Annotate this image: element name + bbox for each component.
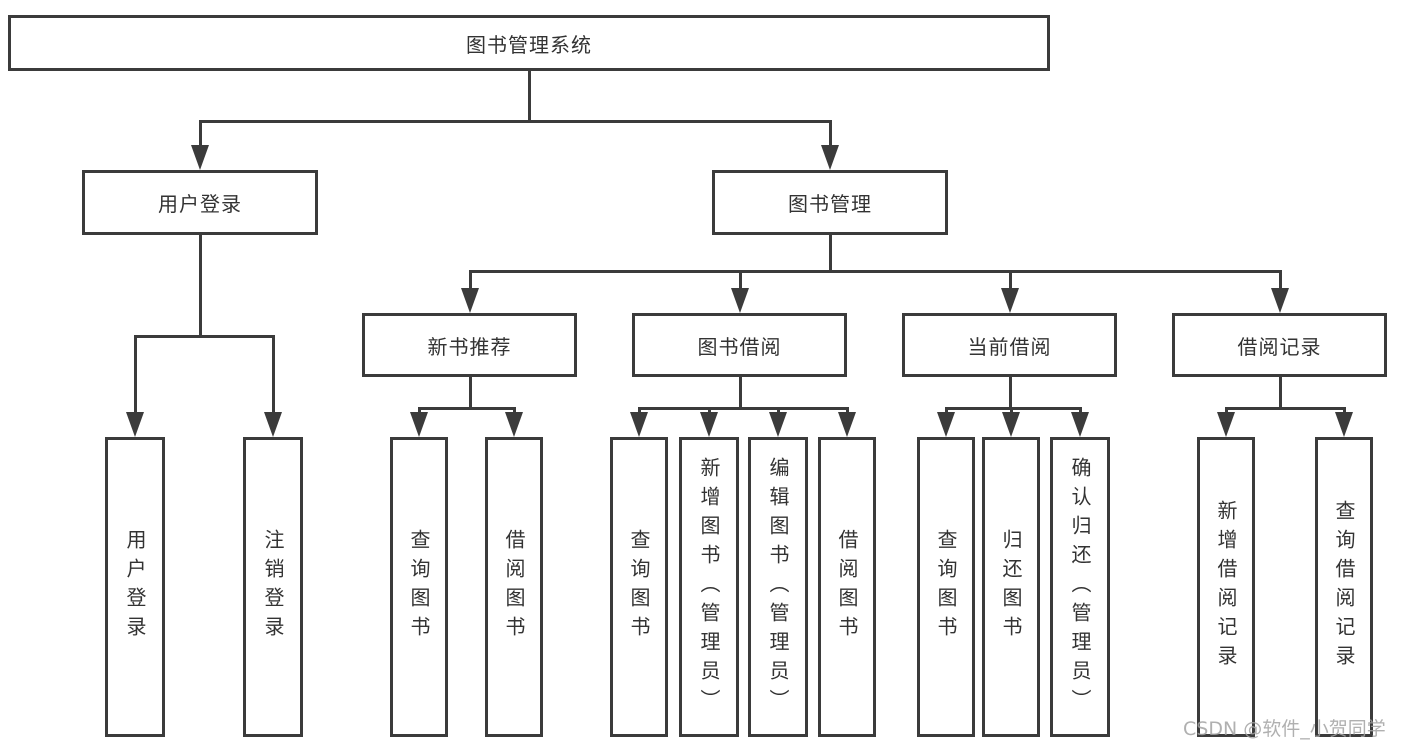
- node-book-management-label: 图书管理: [788, 192, 872, 216]
- arrowhead-down-icon: [821, 145, 839, 170]
- leaf-current-confirm-return-admin: 确认归还（管理员）: [1050, 437, 1110, 737]
- connector-stem-1: [199, 235, 202, 338]
- node-book-management: 图书管理: [712, 170, 948, 235]
- connector-split-0: [199, 120, 832, 123]
- connector-stem-3: [469, 377, 472, 410]
- arrowhead-down-icon: [410, 412, 428, 437]
- leaf-recommend-query-books-label: 查询图书: [407, 529, 431, 645]
- leaf-records-add-record: 新增借阅记录: [1197, 437, 1255, 737]
- leaf-borrow-borrow-books-label: 借阅图书: [835, 529, 859, 645]
- node-root: 图书管理系统: [8, 15, 1050, 71]
- leaf-borrow-query-books-label: 查询图书: [627, 529, 651, 645]
- connector-drop-5-0: [945, 407, 948, 414]
- leaf-user-login: 用户登录: [105, 437, 165, 737]
- connector-split-6: [1225, 407, 1346, 410]
- connector-split-5: [945, 407, 1082, 410]
- connector-drop-4-0: [638, 407, 641, 414]
- arrowhead-down-icon: [264, 412, 282, 437]
- connector-split-3: [418, 407, 516, 410]
- leaf-borrow-query-books: 查询图书: [610, 437, 668, 737]
- node-user-login: 用户登录: [82, 170, 318, 235]
- connector-split-4: [638, 407, 849, 410]
- leaf-borrow-add-books-admin-label: 新增图书（管理员）: [697, 456, 721, 718]
- leaf-borrow-edit-books-admin-label: 编辑图书（管理员）: [766, 456, 790, 718]
- connector-drop-0-0: [199, 120, 202, 147]
- arrowhead-down-icon: [937, 412, 955, 437]
- connector-drop-3-1: [513, 407, 516, 414]
- arrowhead-down-icon: [1271, 288, 1289, 313]
- leaf-recommend-borrow-books-label: 借阅图书: [502, 529, 526, 645]
- connector-drop-2-0: [469, 270, 472, 290]
- connector-stem-4: [739, 377, 742, 410]
- leaf-current-return-books-label: 归还图书: [999, 529, 1023, 645]
- node-book-borrowing: 图书借阅: [632, 313, 847, 377]
- connector-drop-6-0: [1225, 407, 1228, 414]
- leaf-logout: 注销登录: [243, 437, 303, 737]
- leaf-user-login-label: 用户登录: [123, 529, 147, 645]
- connector-drop-4-1: [708, 407, 711, 414]
- arrowhead-down-icon: [1071, 412, 1089, 437]
- connector-drop-5-1: [1010, 407, 1013, 414]
- leaf-borrow-add-books-admin: 新增图书（管理员）: [679, 437, 739, 737]
- leaf-records-add-record-label: 新增借阅记录: [1214, 500, 1238, 674]
- leaf-borrow-borrow-books: 借阅图书: [818, 437, 876, 737]
- leaf-recommend-borrow-books: 借阅图书: [485, 437, 543, 737]
- node-new-book-recommendation-label: 新书推荐: [427, 334, 512, 359]
- connector-stem-2: [829, 235, 832, 273]
- leaf-records-query-record: 查询借阅记录: [1315, 437, 1373, 737]
- node-user-login-label: 用户登录: [158, 192, 242, 216]
- leaf-records-query-record-label: 查询借阅记录: [1332, 500, 1356, 674]
- connector-drop-1-0: [134, 335, 137, 414]
- leaf-current-query-books: 查询图书: [917, 437, 975, 737]
- arrowhead-down-icon: [700, 412, 718, 437]
- connector-stem-0: [528, 71, 531, 123]
- connector-drop-2-1: [739, 270, 742, 290]
- arrowhead-down-icon: [1335, 412, 1353, 437]
- leaf-logout-label: 注销登录: [261, 529, 285, 645]
- connector-drop-3-0: [418, 407, 421, 414]
- node-borrowing-records: 借阅记录: [1172, 313, 1387, 377]
- connector-drop-4-2: [777, 407, 780, 414]
- connector-stem-5: [1009, 377, 1012, 410]
- leaf-recommend-query-books: 查询图书: [390, 437, 448, 737]
- connector-drop-6-1: [1343, 407, 1346, 414]
- arrowhead-down-icon: [1002, 412, 1020, 437]
- arrowhead-down-icon: [838, 412, 856, 437]
- connector-drop-2-3: [1279, 270, 1282, 290]
- connector-drop-0-1: [829, 120, 832, 147]
- arrowhead-down-icon: [630, 412, 648, 437]
- arrowhead-down-icon: [731, 288, 749, 313]
- connector-drop-2-2: [1009, 270, 1012, 290]
- connector-split-1: [134, 335, 275, 338]
- arrowhead-down-icon: [769, 412, 787, 437]
- leaf-current-query-books-label: 查询图书: [934, 529, 958, 645]
- connector-drop-1-1: [272, 335, 275, 414]
- leaf-current-return-books: 归还图书: [982, 437, 1040, 737]
- connector-drop-5-2: [1079, 407, 1082, 414]
- connector-stem-6: [1279, 377, 1282, 410]
- connector-split-2: [469, 270, 1282, 273]
- node-current-borrowing-label: 当前借阅: [967, 334, 1052, 359]
- leaf-borrow-edit-books-admin: 编辑图书（管理员）: [748, 437, 808, 737]
- node-borrowing-records-label: 借阅记录: [1237, 334, 1322, 359]
- node-current-borrowing: 当前借阅: [902, 313, 1117, 377]
- arrowhead-down-icon: [1217, 412, 1235, 437]
- arrowhead-down-icon: [461, 288, 479, 313]
- leaf-current-confirm-return-admin-label: 确认归还（管理员）: [1068, 456, 1092, 718]
- node-root-label: 图书管理系统: [466, 32, 592, 57]
- node-new-book-recommendation: 新书推荐: [362, 313, 577, 377]
- arrowhead-down-icon: [505, 412, 523, 437]
- arrowhead-down-icon: [191, 145, 209, 170]
- connector-drop-4-3: [846, 407, 849, 414]
- node-book-borrowing-label: 图书借阅: [697, 334, 782, 359]
- arrowhead-down-icon: [1001, 288, 1019, 313]
- arrowhead-down-icon: [126, 412, 144, 437]
